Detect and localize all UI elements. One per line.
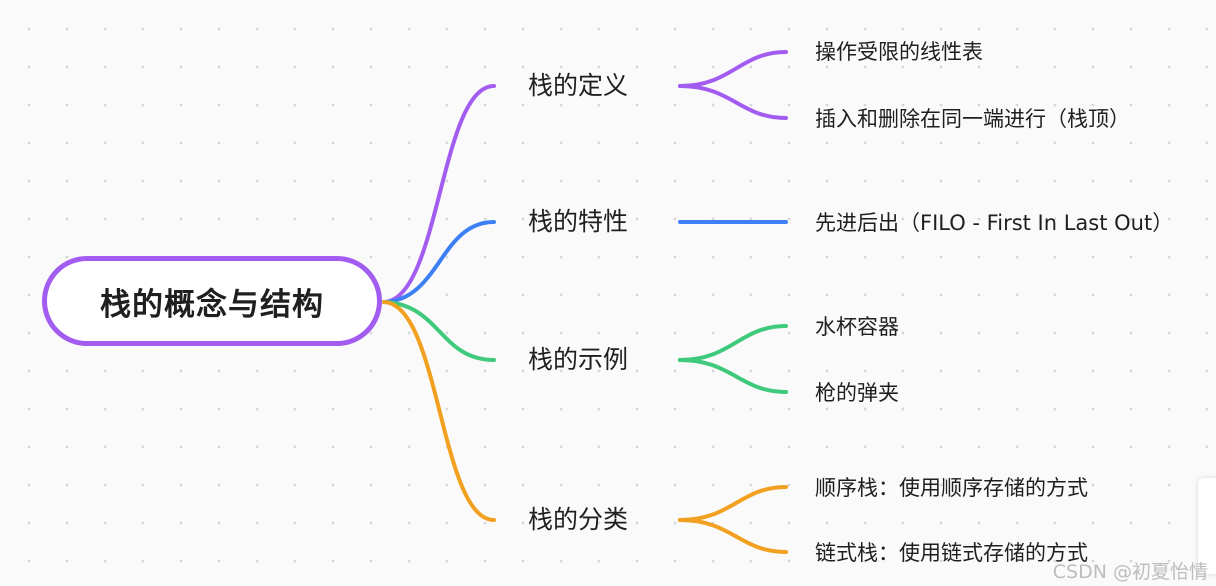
connector-root-definition: [382, 84, 496, 304]
subtopic-gun-magazine[interactable]: 枪的弹夹: [815, 381, 899, 405]
subtopic-filo[interactable]: 先进后出（FILO - First In Last Out）: [815, 211, 1174, 235]
connector-examples-leaf-2: [678, 358, 788, 394]
connector-root-categories: [382, 300, 496, 522]
side-panel-edge: [1198, 478, 1216, 574]
topic-categories[interactable]: 栈的分类: [528, 505, 629, 534]
topic-traits[interactable]: 栈的特性: [528, 207, 629, 236]
subtopic-sequential-stack[interactable]: 顺序栈：使用顺序存储的方式: [815, 476, 1088, 500]
watermark: CSDN @初夏怡情: [1052, 561, 1208, 583]
connector-categories-leaf-1: [678, 485, 788, 522]
subtopic-same-end-operations[interactable]: 插入和删除在同一端进行（栈顶）: [815, 107, 1130, 131]
topic-examples[interactable]: 栈的示例: [528, 345, 629, 374]
connector-examples-leaf-1: [678, 324, 788, 362]
connector-definition-leaf-2: [678, 84, 788, 120]
connector-root-examples: [382, 300, 496, 362]
topic-definition[interactable]: 栈的定义: [528, 71, 629, 100]
connector-categories-leaf-2: [678, 518, 788, 554]
subtopic-linked-stack[interactable]: 链式栈：使用链式存储的方式: [815, 541, 1088, 565]
subtopic-restricted-linear-list[interactable]: 操作受限的线性表: [815, 40, 983, 64]
root-topic-label: 栈的概念与结构: [100, 286, 324, 323]
connector-definition-leaf-1: [678, 50, 788, 88]
connector-root-traits: [382, 220, 496, 304]
root-topic[interactable]: 栈的概念与结构: [42, 256, 382, 346]
subtopic-cup-container[interactable]: 水杯容器: [815, 315, 899, 339]
